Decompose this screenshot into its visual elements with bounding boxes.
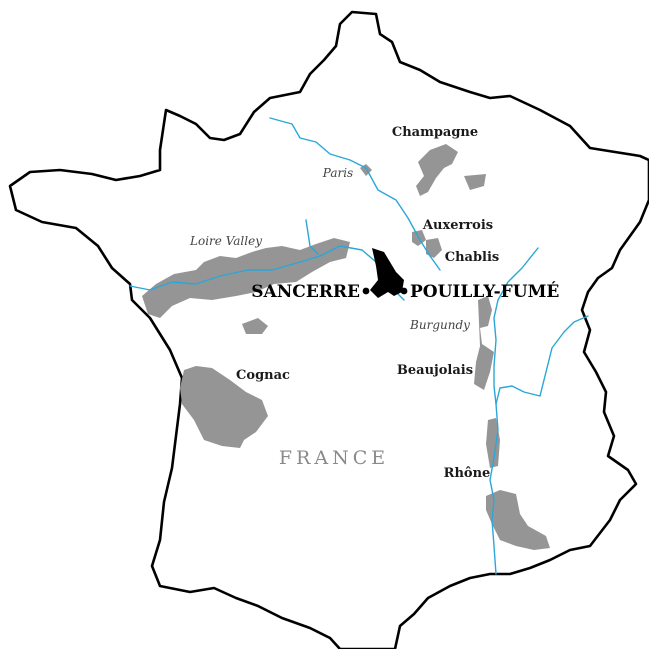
sancerre-dot <box>362 287 370 295</box>
region-rhone-south-shape <box>486 490 550 550</box>
pouilly-fume-dot <box>400 287 408 295</box>
label-auxerrois: Auxerrois <box>422 218 493 233</box>
highlighted-area <box>362 248 408 298</box>
label-sancerre: SANCERRE <box>251 282 360 302</box>
labels: Champagne Paris Auxerrois Loire Valley C… <box>189 125 559 481</box>
label-rhone: Rhône <box>444 466 491 481</box>
region-loire-shape <box>142 238 350 318</box>
region-champagne-shape <box>416 144 458 196</box>
label-burgundy: Burgundy <box>409 318 470 332</box>
region-rhone-north-shape <box>486 418 500 468</box>
label-cognac: Cognac <box>236 368 290 383</box>
river-rhone <box>489 315 589 575</box>
label-paris: Paris <box>322 166 353 180</box>
river-seine <box>269 117 441 271</box>
label-champagne: Champagne <box>392 125 478 140</box>
label-loire-valley: Loire Valley <box>189 234 262 248</box>
region-cognac-shape <box>180 366 268 448</box>
france-outline <box>8 10 649 649</box>
river-saone <box>493 247 539 405</box>
label-chablis: Chablis <box>445 250 500 265</box>
region-chablis-shape <box>426 238 442 258</box>
region-champagne-east-shape <box>464 174 486 190</box>
region-burgundy-shape <box>474 296 494 390</box>
river-loire-tributary <box>305 219 319 255</box>
label-france: FRANCE <box>279 447 389 469</box>
region-shapes <box>142 144 550 550</box>
region-loire-small-shape <box>242 318 268 334</box>
label-beaujolais: Beaujolais <box>397 363 473 378</box>
sancerre-pouilly-shape <box>370 248 404 298</box>
label-pouilly-fume: POUILLY-FUMÉ <box>410 281 559 302</box>
